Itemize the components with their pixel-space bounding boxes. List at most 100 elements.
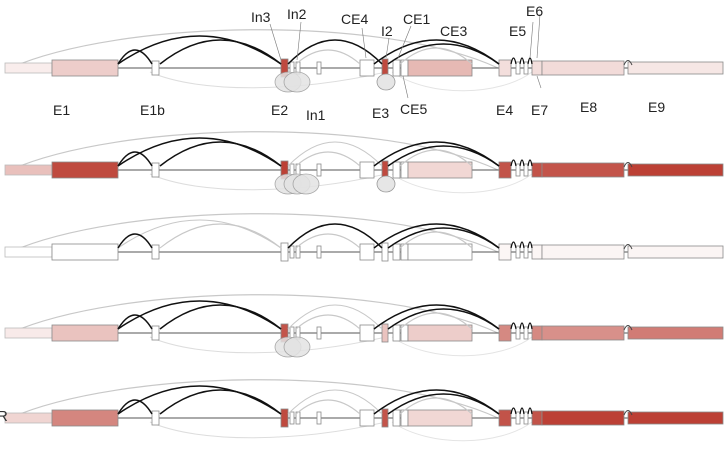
track-4-small-loop-1	[519, 322, 525, 330]
track-3-junction-arc-3	[287, 223, 383, 249]
track-4-junction-arc-3	[287, 304, 383, 330]
track-2-small-loop-1	[519, 159, 525, 167]
track-4-junction-arc-7	[399, 312, 473, 330]
track-5-junction-arc-1	[117, 399, 153, 415]
track-4-exon-In1	[316, 326, 322, 340]
track-3-junction-arc-1	[117, 233, 153, 249]
label-I2: I2	[381, 23, 393, 39]
leader-line-2	[361, 27, 367, 59]
track-4-exon-E3	[381, 323, 389, 343]
track-5-e9-loop	[623, 410, 633, 416]
track-2-junction-arc-7	[399, 149, 473, 167]
label-E1b: E1b	[140, 102, 165, 118]
track-4-exon-CE3	[407, 324, 473, 342]
label-E8: E8	[580, 99, 598, 115]
track-2-exon-E4	[498, 161, 512, 179]
track-1-exon-E6	[523, 61, 529, 75]
track-1-bulb-1	[283, 71, 311, 93]
track-1-exon-CE4	[359, 59, 375, 77]
track-4-exon-E1	[51, 324, 119, 342]
track-4-outer-arc	[9, 294, 499, 334]
track-2-exon-CE1	[392, 161, 401, 179]
track-2-small-loop-0	[510, 159, 517, 167]
track-1-junction-arc-0	[117, 35, 282, 65]
track-2-junction-arc-0	[117, 137, 282, 167]
track-3-exon-E9	[627, 245, 724, 259]
track-1-bulb-e3	[376, 73, 396, 91]
track-2-utr-5	[4, 164, 53, 176]
track-4-small-loop-0	[510, 322, 517, 330]
track-2-junction-arc-8	[295, 151, 361, 167]
leader-line-0	[269, 23, 282, 61]
track-1-e9-loop	[623, 60, 633, 66]
leader-line-7	[536, 75, 542, 89]
track-1-exon-E7	[531, 60, 543, 76]
track-3-small-loop-1	[519, 241, 525, 249]
track-5-exon-E1b	[151, 410, 160, 426]
track-4-junction-arc-1	[117, 314, 153, 330]
track-1-exon-E4	[498, 59, 512, 77]
track-5-exon-E9	[627, 411, 724, 425]
track-1-exon-E1	[51, 59, 119, 77]
track-4-junction-arc-8	[295, 314, 361, 330]
track-2-lower-arc-2	[391, 173, 533, 194]
track-3-utr-5	[4, 246, 53, 258]
track-1-exon-E8	[541, 60, 625, 76]
track-4-exon-E9	[627, 326, 724, 340]
track-4-exon-E1b	[151, 325, 160, 341]
track-4-exon-E8	[541, 325, 625, 341]
track-5-exon-E1	[51, 409, 119, 427]
track-2-small-loop-2	[527, 159, 533, 167]
track-4-junction-arc-0	[117, 300, 282, 330]
track-3-exon-In1	[316, 245, 322, 259]
label-CE5: CE5	[400, 101, 428, 117]
track-3-exon-E1	[51, 243, 119, 261]
leader-line-4	[397, 25, 412, 59]
track-5-utr-5	[4, 412, 53, 424]
track-1-junction-arc-3	[287, 39, 383, 65]
track-3-exon-E4	[498, 243, 512, 261]
track-3-small-loop-0	[510, 241, 517, 249]
track-4-junction-arc-5	[387, 308, 500, 330]
leader-line-8	[402, 75, 409, 99]
track-5-junction-arc-7	[399, 397, 473, 415]
track-5-exon-E8	[541, 410, 625, 426]
label-CE4: CE4	[341, 11, 369, 27]
track-3-small-loop-2	[527, 241, 533, 249]
track-3-e9-loop	[623, 244, 633, 250]
track-2-e9-loop	[623, 162, 633, 168]
track-3-junction-arc-8	[295, 233, 361, 249]
track-4-bulb-1	[283, 336, 311, 358]
track-2-outer-arc	[9, 131, 499, 171]
track-2-exon-E9	[627, 163, 724, 177]
label-E5: E5	[509, 23, 527, 39]
track-4-exon-E6	[523, 326, 529, 340]
leader-line-3	[385, 37, 390, 59]
track-2-bulb-2	[292, 173, 320, 195]
track-3-exon-CE4	[359, 243, 375, 261]
track-4-utr-5	[4, 327, 53, 339]
track-5-exon-E6	[523, 411, 529, 425]
track-5-exon-CE1	[392, 409, 401, 427]
track-4-junction-arc-2	[159, 304, 282, 330]
track-4-exon-CE4	[359, 324, 375, 342]
track-1-junction-arc-1	[117, 49, 153, 65]
track-1-exon-E5	[515, 61, 521, 75]
track-1-lower-arc-2	[391, 71, 533, 92]
track-3-exon-CE3	[407, 243, 473, 261]
label-E3: E3	[372, 105, 390, 121]
track-1-junction-arc-5	[387, 43, 500, 65]
label-E4: E4	[496, 102, 514, 118]
track-3-exon-In3	[289, 245, 295, 259]
track-5-small-loop-1	[519, 407, 525, 415]
track-5-exon-E7	[531, 410, 543, 426]
track-2-junction-arc-2	[159, 141, 282, 167]
track-5-outer-arc	[9, 379, 499, 419]
track-2-exon-E5	[515, 163, 521, 177]
track-5-exon-E4	[498, 409, 512, 427]
track-5-junction-arc-8	[295, 399, 361, 415]
track-3-exon-E5	[515, 245, 521, 259]
track-4-exon-E4	[498, 324, 512, 342]
track-5-small-loop-0	[510, 407, 517, 415]
